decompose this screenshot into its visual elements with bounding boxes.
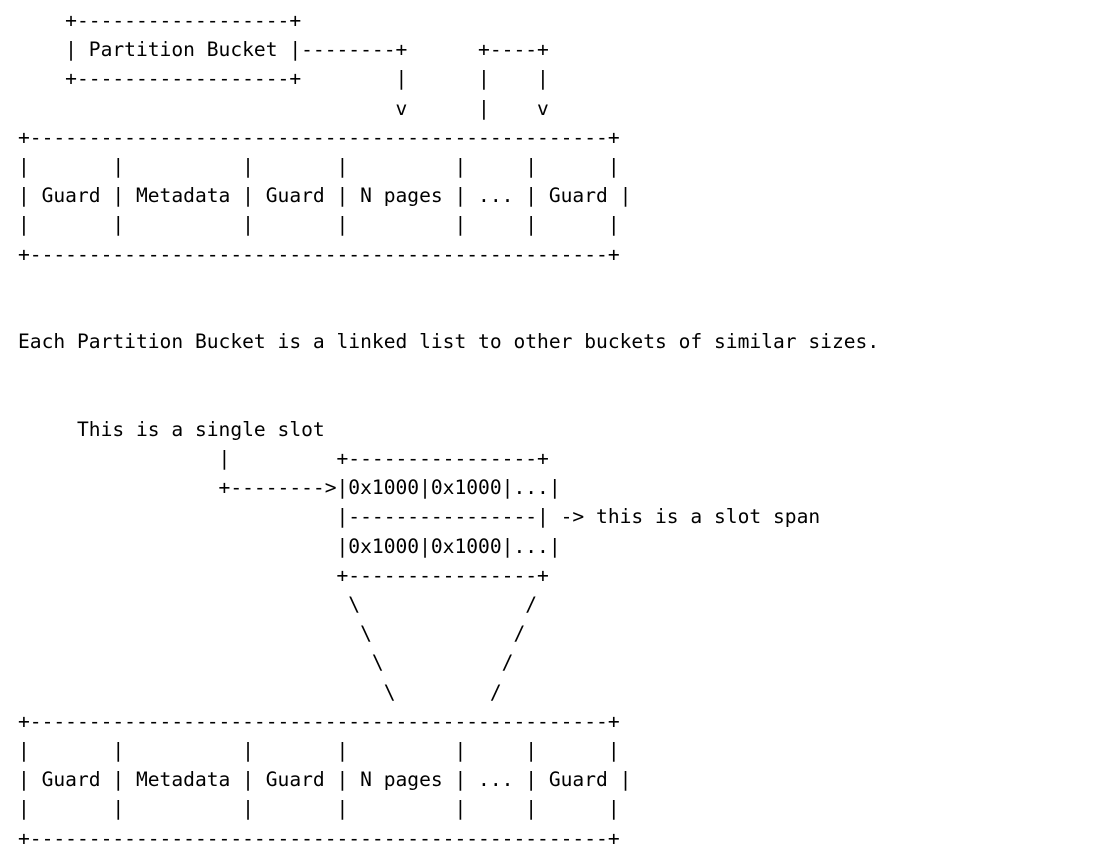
ascii-art-body: +------------------+ | Partition Bucket … [18,9,880,850]
